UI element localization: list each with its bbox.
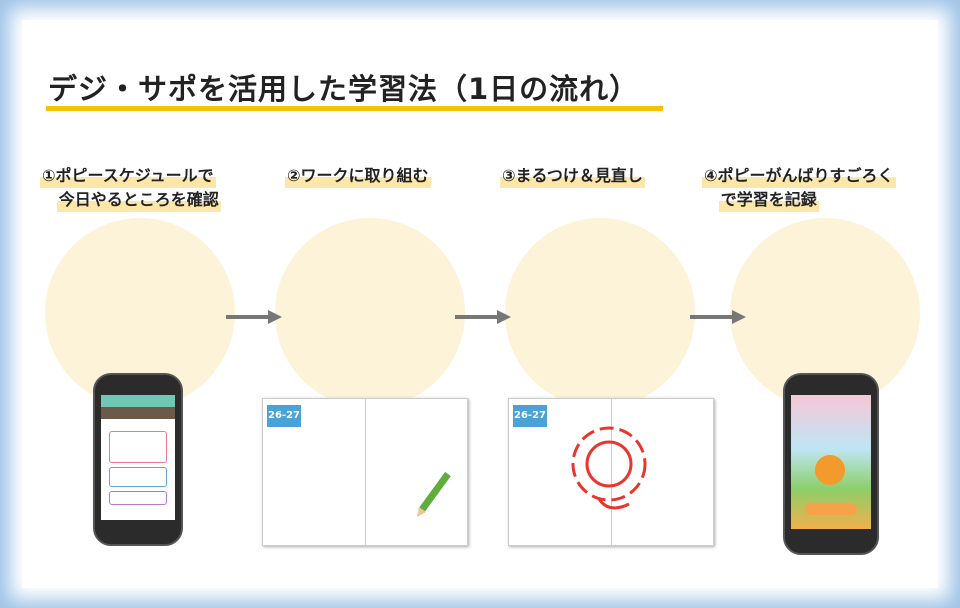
step-4-label: ④ポピーがんばりすごろく で学習を記録 bbox=[702, 164, 896, 212]
parent-checking-illustration bbox=[505, 218, 695, 408]
graded-workbook-page: 26-27 bbox=[508, 398, 714, 546]
arrow-icon bbox=[226, 310, 282, 324]
title-underline bbox=[46, 106, 663, 111]
step-2-label: ②ワークに取り組む bbox=[285, 164, 431, 188]
step-3-label: ③まるつけ＆見直し bbox=[500, 164, 645, 188]
pencil-icon bbox=[417, 471, 451, 517]
schedule-phone bbox=[93, 373, 183, 546]
page-title: デジ・サポを活用した学習法（1日の流れ） bbox=[48, 72, 640, 106]
arrow-icon bbox=[455, 310, 511, 324]
reading-child-illustration bbox=[275, 218, 465, 408]
hanamaru-mark-icon bbox=[571, 426, 647, 510]
sugoroku-phone bbox=[783, 373, 879, 555]
arrow-icon bbox=[690, 310, 746, 324]
step-1-label: ①ポピースケジュールで 今日やるところを確認 bbox=[40, 164, 221, 212]
workbook-page: 26-27 bbox=[262, 398, 468, 546]
